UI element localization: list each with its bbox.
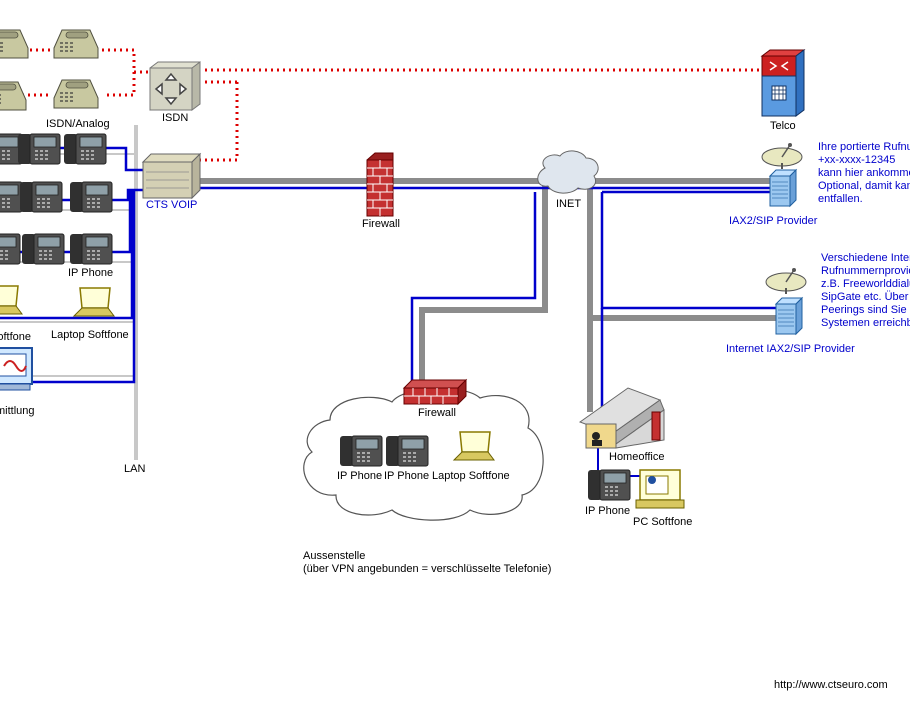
branch-ip-phone-2-label: IP Phone [384, 470, 429, 482]
ip-phone-icon[interactable] [19, 181, 63, 213]
provider-server-icon[interactable] [775, 297, 803, 335]
svg-text:Verschiedene Inter: Verschiedene Inter [821, 252, 910, 264]
firewall-label: Firewall [362, 218, 400, 230]
svg-text:entfallen.: entfallen. [818, 193, 863, 205]
ip-phone-icon[interactable] [69, 181, 113, 213]
svg-text:z.B. Freeworlddialu: z.B. Freeworlddialu [821, 278, 910, 290]
pc-softfone-label: PC Softfone [633, 516, 692, 528]
pc-icon[interactable] [0, 347, 33, 391]
isdn-analog-label: ISDN/Analog [46, 118, 110, 130]
vermittlung-label: mittlung [0, 405, 35, 417]
pc-icon[interactable] [635, 469, 685, 509]
ported-number-note: Ihre portierte Rufnu +xx-xxxx-12345 kann… [818, 141, 910, 205]
svg-text:Optional, damit kan: Optional, damit kan [818, 180, 910, 192]
ip-phone-icon[interactable] [63, 133, 107, 165]
svg-text:SipGate etc. Über: SipGate etc. Über [821, 291, 909, 303]
telco-label: Telco [770, 120, 796, 132]
ip-phone-icon[interactable] [587, 469, 631, 501]
ip-phone-icon[interactable] [21, 233, 65, 265]
firewall-icon[interactable] [366, 152, 394, 217]
desk-phone-icon[interactable] [53, 29, 99, 59]
internet-providers-note: Verschiedene Inter Rufnummernprovic z.B.… [821, 252, 910, 329]
svg-text:kann hier ankomme: kann hier ankomme [818, 167, 910, 179]
isdn-label: ISDN [162, 112, 188, 124]
iax-provider-label: IAX2/SIP Provider [729, 215, 818, 227]
house-icon[interactable] [578, 387, 665, 449]
aussenstelle-note: (über VPN angebunden = verschlüsselte Te… [303, 563, 551, 575]
cts-voip-label: CTS VOIP [146, 199, 197, 211]
desk-phone-icon[interactable] [53, 79, 99, 109]
ip-phone-icon[interactable] [339, 435, 383, 467]
website-url[interactable]: http://www.ctseuro.com [774, 679, 888, 691]
wan-backbone [195, 178, 780, 412]
ip-phone-icon[interactable] [69, 233, 113, 265]
voip-server-icon[interactable] [141, 152, 202, 200]
ip-phone-icon[interactable] [0, 233, 21, 265]
inet-label: INET [556, 198, 581, 210]
ip-phone-label: IP Phone [68, 267, 113, 279]
svg-text:Systemen erreichb: Systemen erreichb [821, 317, 910, 329]
desk-phone-icon[interactable] [0, 29, 29, 59]
satellite-dish-icon[interactable] [765, 267, 807, 295]
desk-phone-icon[interactable] [0, 81, 27, 111]
lan-blue-links [0, 146, 145, 384]
router-icon[interactable] [149, 61, 201, 111]
softfone-label: Softfone [0, 331, 31, 343]
home-ip-phone-label: IP Phone [585, 505, 630, 517]
laptop-icon[interactable] [73, 287, 115, 317]
branch-laptop-label: Laptop Softfone [432, 470, 510, 482]
svg-text:Peerings sind Sie a: Peerings sind Sie a [821, 304, 910, 316]
provider-server-icon[interactable] [769, 169, 797, 207]
branch-firewall-label: Firewall [418, 407, 456, 419]
svg-text:+xx-xxxx-12345: +xx-xxxx-12345 [818, 154, 895, 166]
branch-ip-phone-1-label: IP Phone [337, 470, 382, 482]
isdn-dotted-links [22, 48, 762, 162]
satellite-dish-icon[interactable] [761, 142, 803, 170]
laptop-softfone-label: Laptop Softfone [51, 329, 129, 341]
internet-iax-provider-label: Internet IAX2/SIP Provider [726, 343, 855, 355]
ip-phone-icon[interactable] [0, 181, 23, 213]
ip-phone-icon[interactable] [17, 133, 61, 165]
lan-label: LAN [124, 463, 145, 475]
ip-phone-icon[interactable] [385, 435, 429, 467]
inet-cloud-icon[interactable] [537, 150, 599, 194]
aussenstelle-label: Aussenstelle [303, 550, 365, 562]
wan-blue-links [195, 186, 780, 412]
homeoffice-label: Homeoffice [609, 451, 664, 463]
firewall-icon[interactable] [402, 378, 468, 406]
laptop-icon[interactable] [0, 285, 23, 315]
svg-text:Rufnummernprovic: Rufnummernprovic [821, 265, 910, 277]
svg-text:Ihre portierte Rufnu: Ihre portierte Rufnu [818, 141, 910, 153]
telco-switch-icon[interactable] [760, 49, 806, 117]
